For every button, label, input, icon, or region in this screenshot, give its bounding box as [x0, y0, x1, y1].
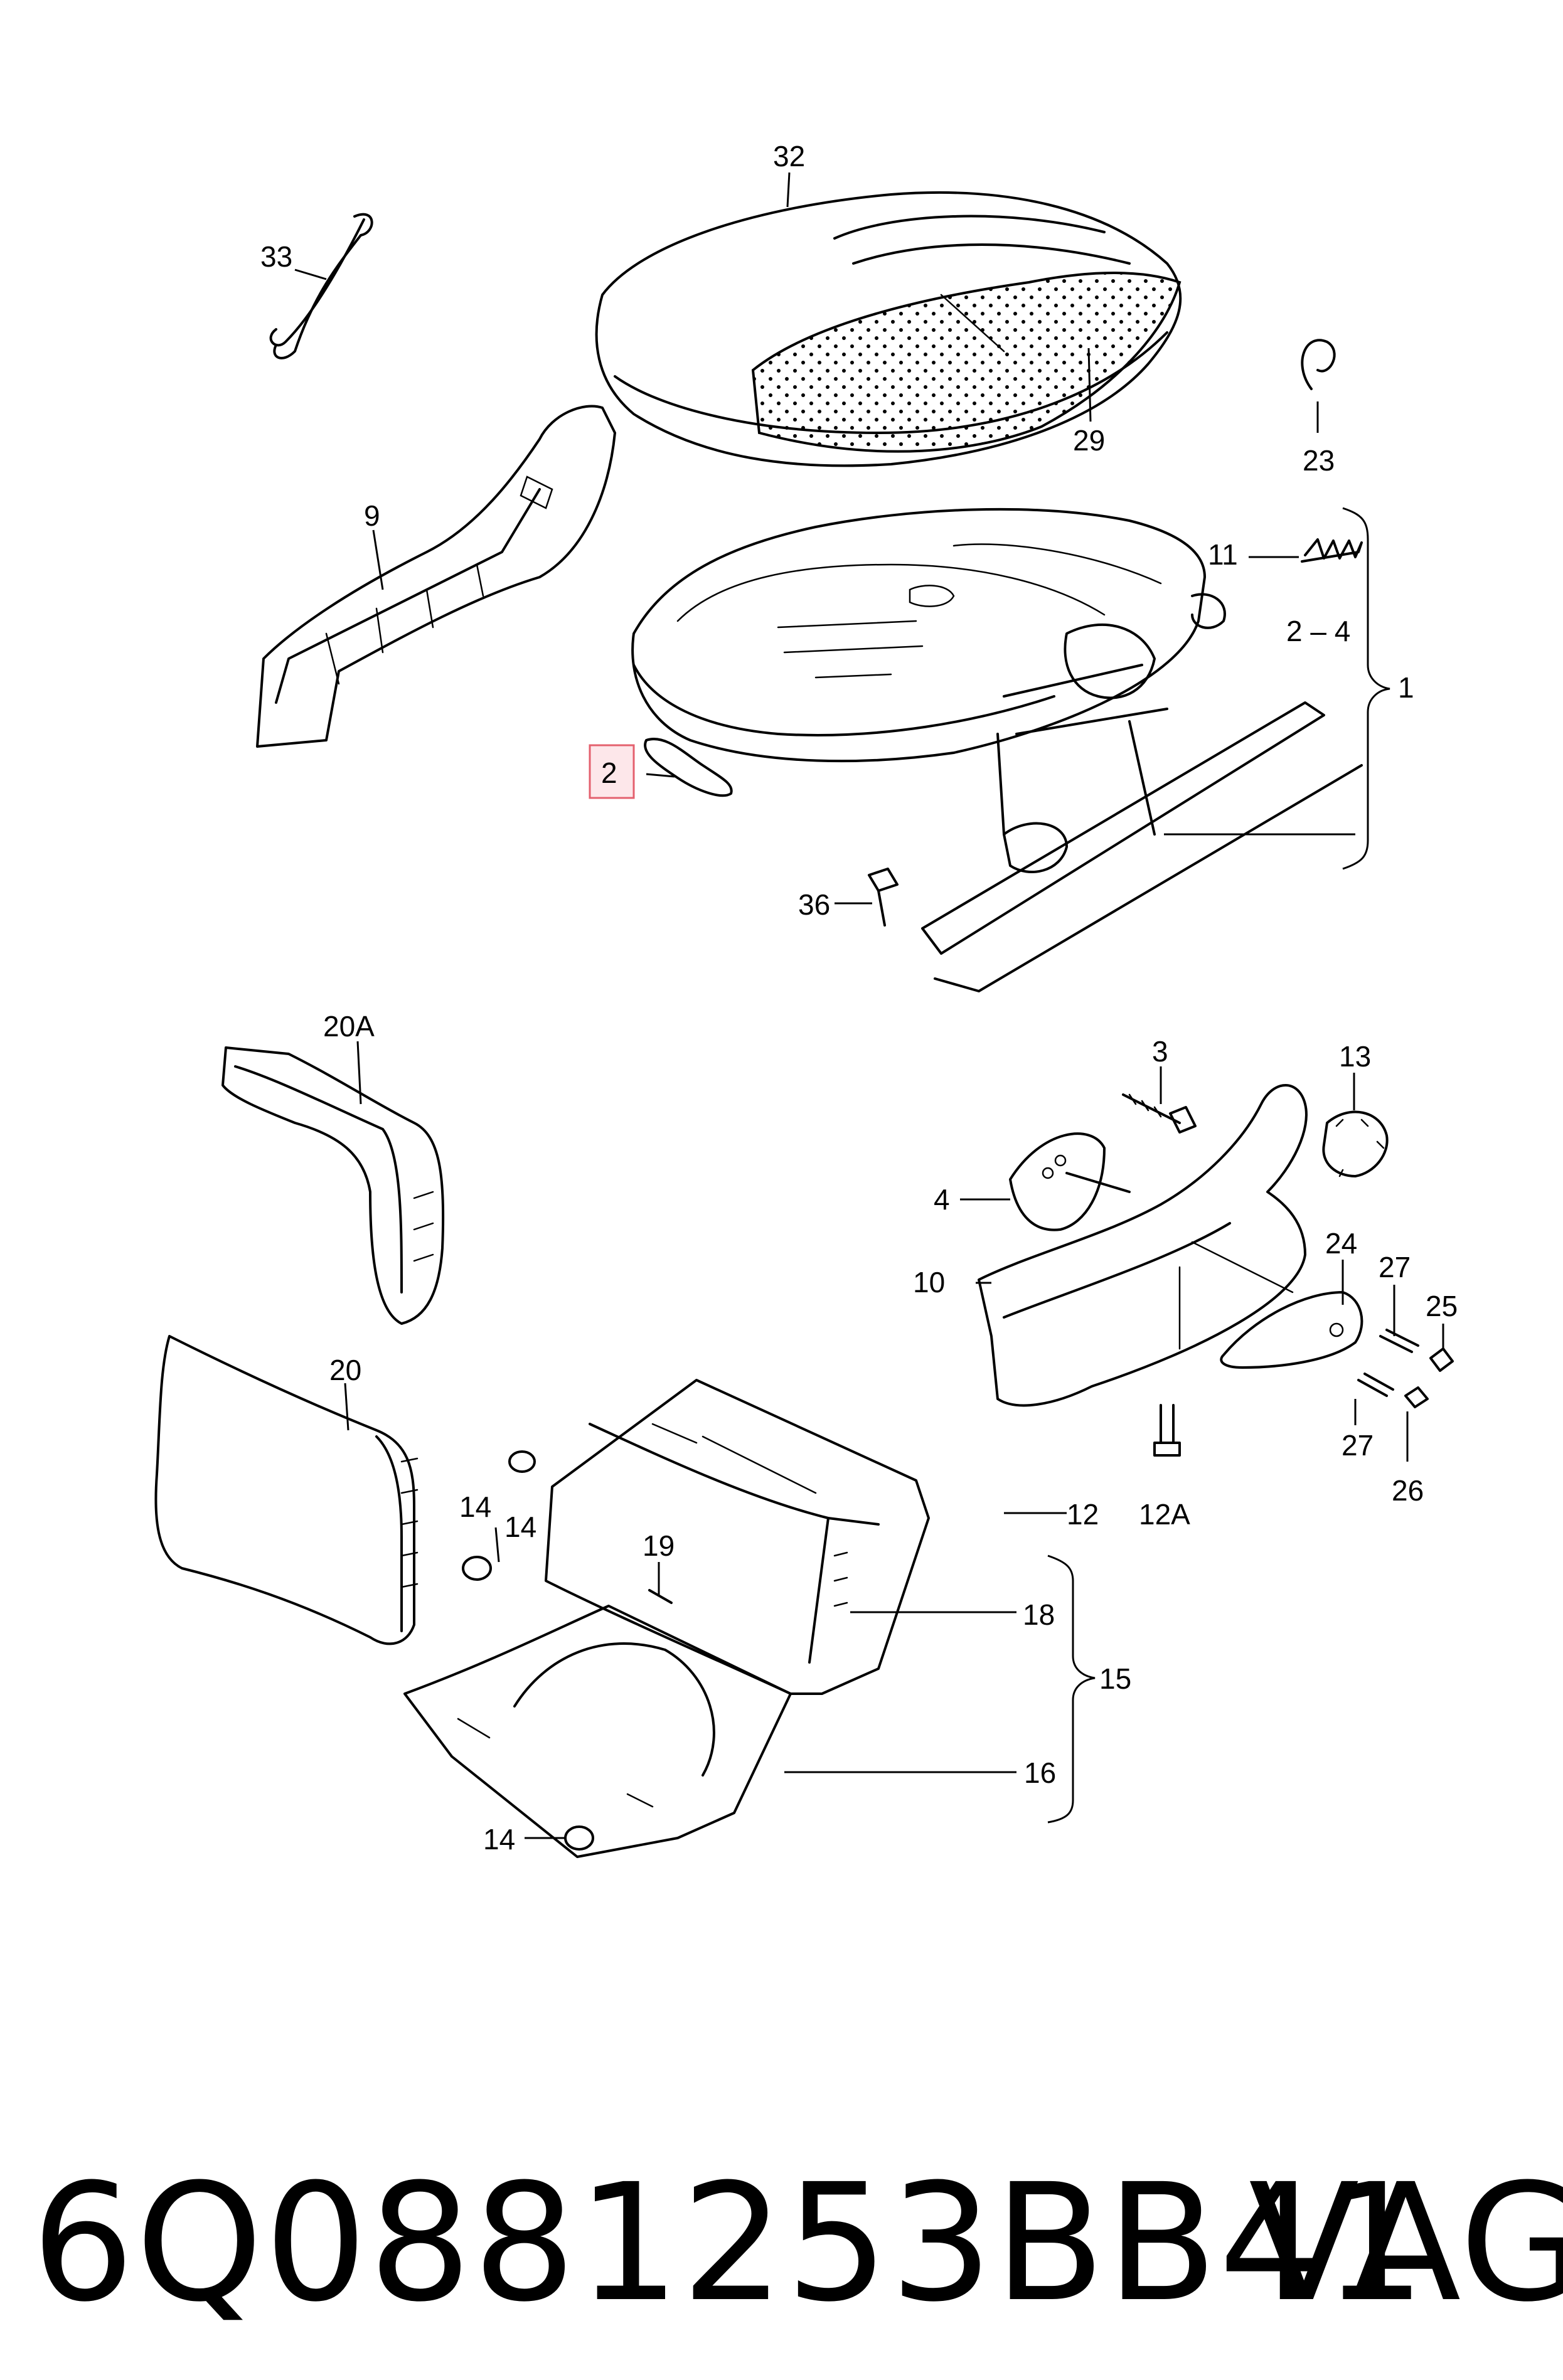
hex-bolt	[1122, 1093, 1197, 1134]
retaining-wire	[269, 213, 373, 359]
cover-panel	[154, 1335, 419, 1645]
mounting-bolt	[868, 868, 899, 927]
callout-19: 19	[643, 1529, 675, 1562]
callout-12a: 12A	[1139, 1498, 1190, 1531]
release-lever[interactable]	[644, 738, 733, 797]
storage-tray	[545, 1379, 930, 1695]
highlight-box	[589, 744, 635, 799]
side-trim-panel	[256, 405, 616, 748]
callout-25: 25	[1426, 1290, 1458, 1322]
trim-strip	[221, 1046, 445, 1325]
seat-side-bracket	[978, 1084, 1308, 1407]
callout-10: 10	[913, 1266, 945, 1299]
cover-caps	[462, 1450, 594, 1851]
tension-spring	[1301, 538, 1363, 563]
seat-cushion-cover	[595, 191, 1182, 467]
callout-33: 33	[260, 240, 292, 273]
callout-1: 1	[1398, 671, 1414, 704]
callout-13: 13	[1339, 1040, 1371, 1073]
tray-lid	[403, 1605, 792, 1858]
callout-27-upper: 27	[1379, 1251, 1411, 1283]
callout-14-left: 14	[459, 1490, 491, 1523]
callout-12: 12	[1067, 1498, 1099, 1531]
callout-2: 2	[601, 757, 617, 789]
callout-9: 9	[364, 499, 380, 532]
callout-4: 4	[934, 1183, 950, 1216]
callout-3: 3	[1152, 1035, 1168, 1068]
callout-27-lower: 27	[1342, 1429, 1374, 1462]
callout-32: 32	[773, 140, 805, 173]
callout-14-bottom: 14	[483, 1823, 515, 1856]
spring-clip	[1301, 339, 1336, 390]
recliner-mechanism	[1009, 1132, 1131, 1231]
callout-24: 24	[1325, 1227, 1357, 1260]
callout-20: 20	[329, 1354, 361, 1386]
callout-18: 18	[1023, 1598, 1055, 1631]
leader-lines	[294, 172, 1444, 1839]
callout-2-4: 2 – 4	[1286, 615, 1350, 647]
part-number: 6Q0881253BB41	[31, 2149, 1427, 2337]
callout-23: 23	[1303, 444, 1335, 477]
guide-pin	[648, 1589, 673, 1604]
callout-15: 15	[1099, 1662, 1131, 1695]
release-arm	[1220, 1291, 1363, 1369]
callout-labels: 32 33 29 23 9 11 2 – 4 1 2 36 20A 3 13 4…	[260, 140, 1458, 1856]
callout-14-mid: 14	[504, 1511, 536, 1543]
fastener-screws	[1357, 1329, 1454, 1408]
adjuster-knob	[1322, 1110, 1389, 1177]
seat-frame-assembly	[631, 507, 1363, 992]
callout-36: 36	[798, 888, 830, 921]
callout-20a: 20A	[323, 1010, 375, 1043]
brand-label: VAG	[1249, 2149, 1563, 2337]
bolt-12a	[1153, 1404, 1181, 1457]
callout-26: 26	[1392, 1474, 1424, 1507]
callout-29: 29	[1073, 424, 1105, 457]
callout-16: 16	[1024, 1756, 1056, 1789]
callout-11: 11	[1208, 538, 1238, 571]
